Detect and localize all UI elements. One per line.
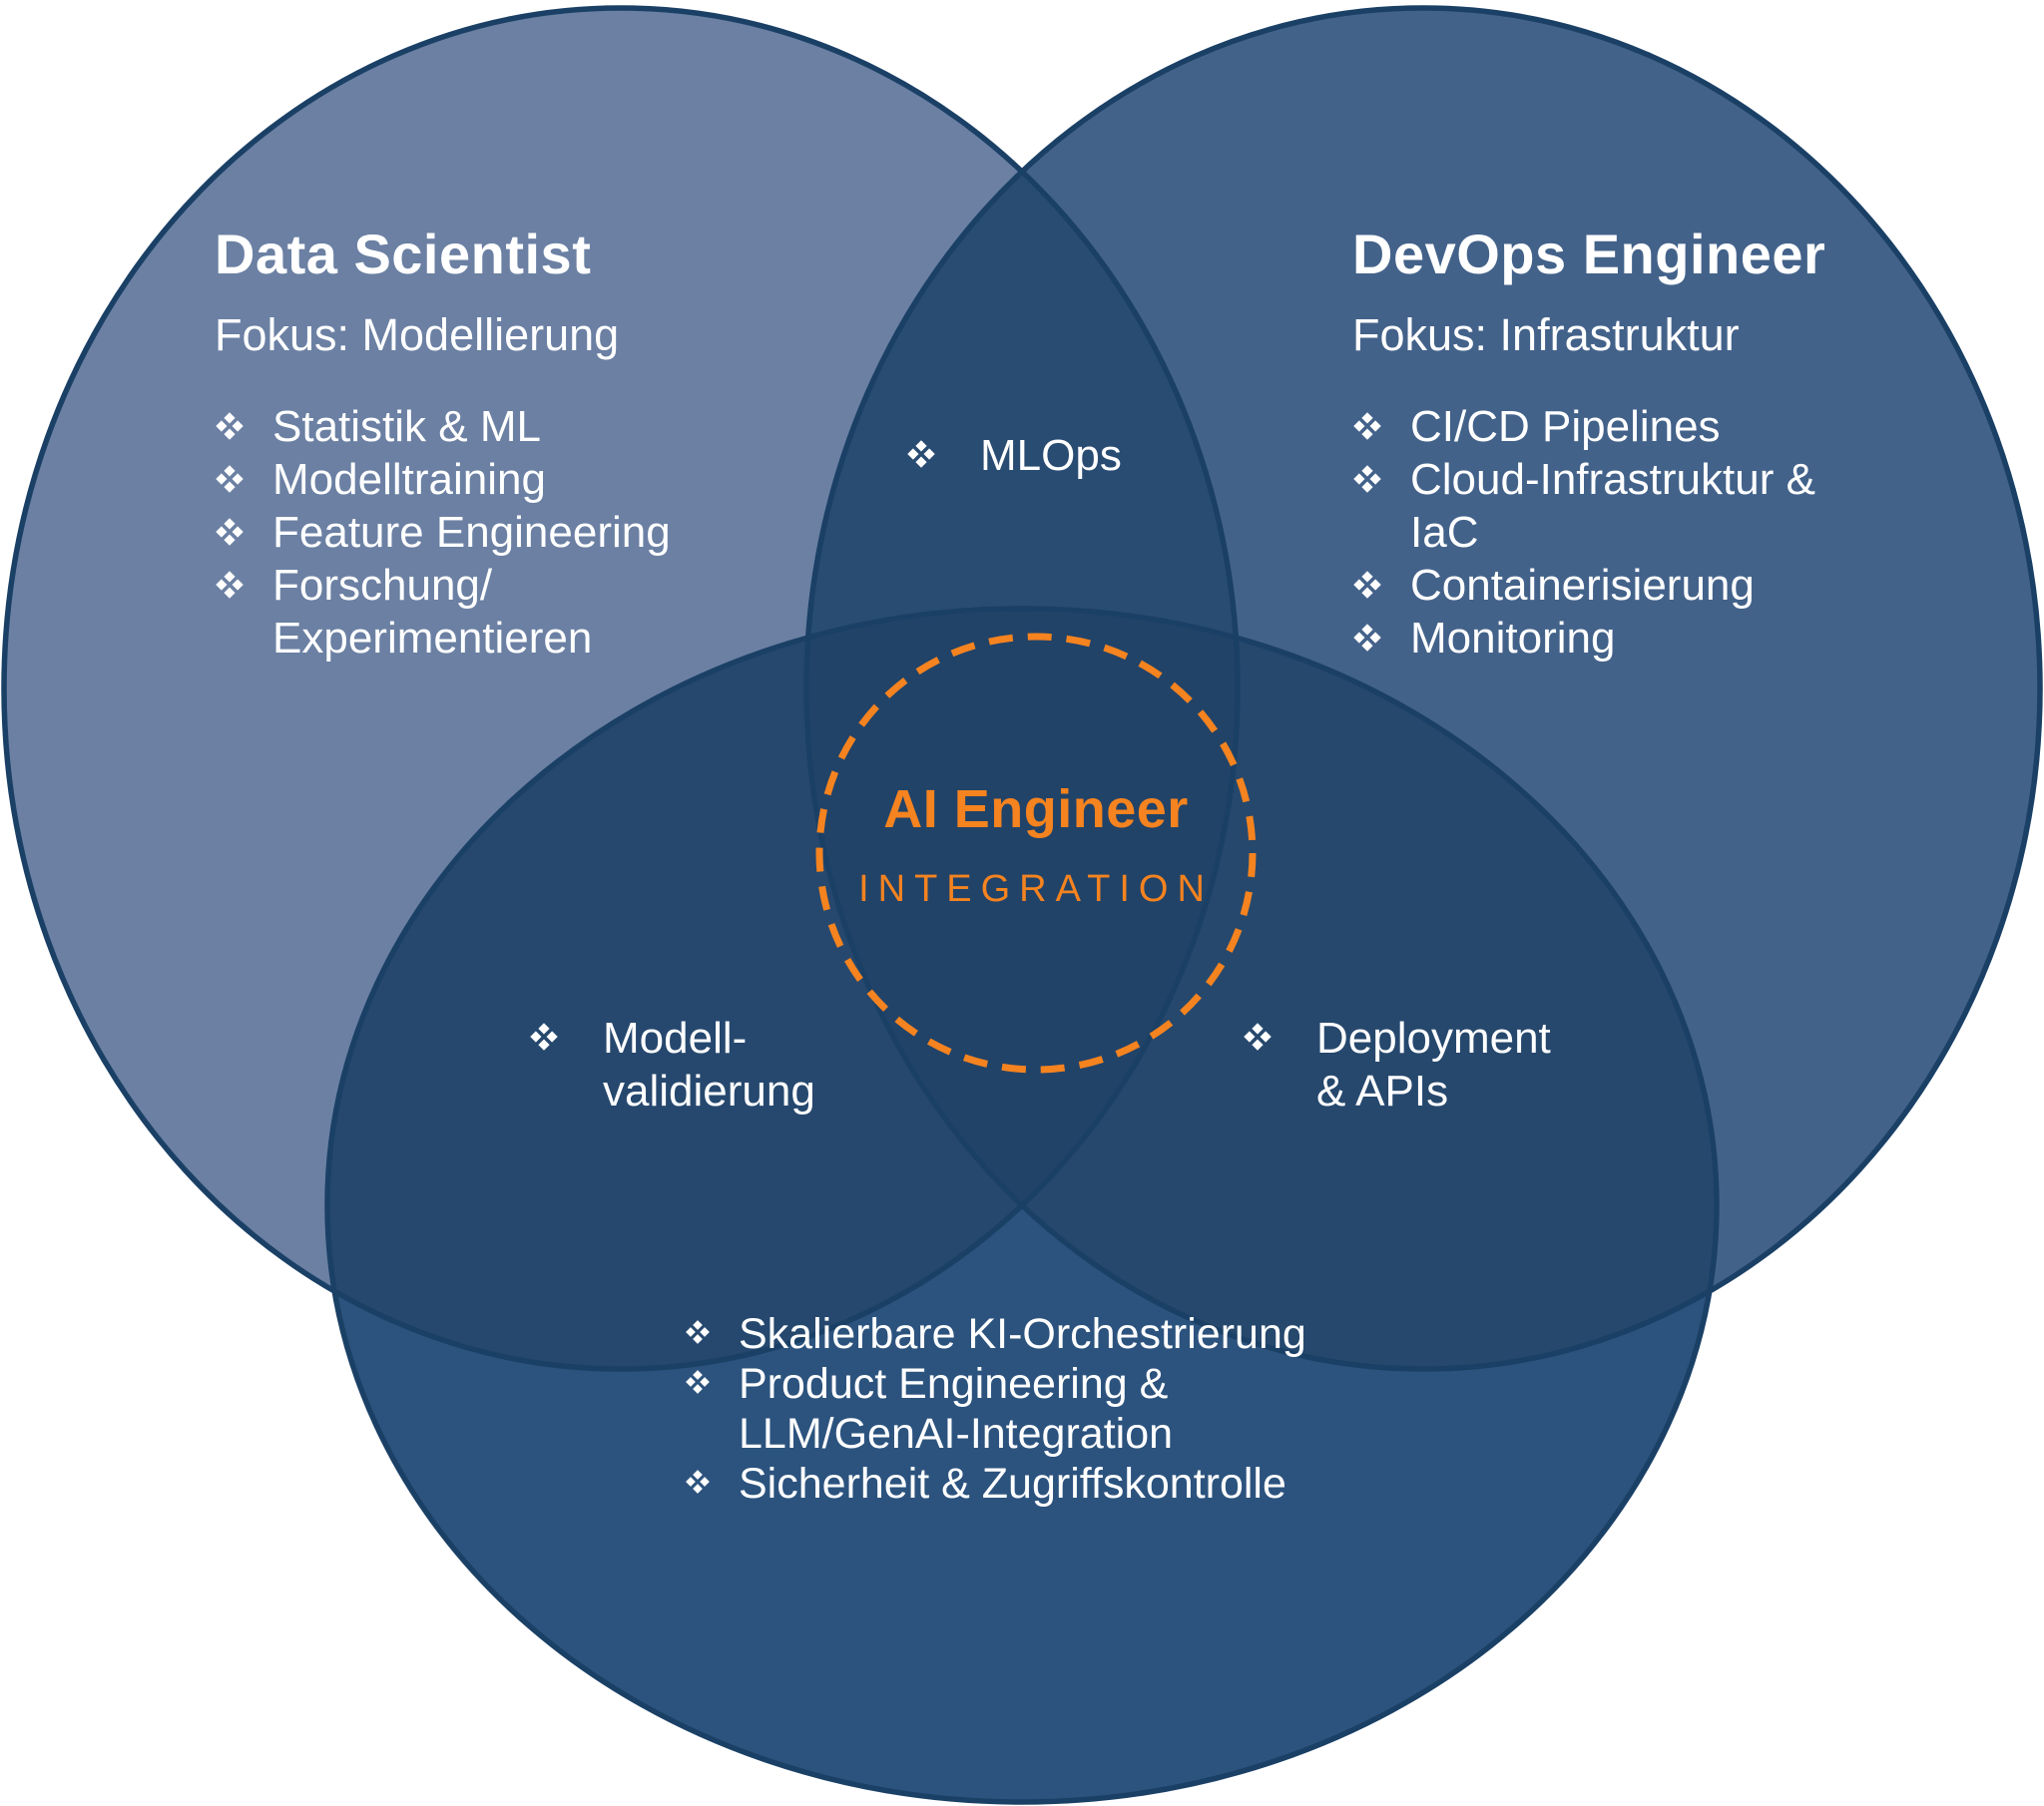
ai-engineer-title: AI Engineer bbox=[883, 779, 1189, 839]
list-item: CI/CD Pipelines bbox=[1352, 400, 1825, 453]
bullet-text: Containerisierung bbox=[1410, 561, 1755, 611]
four-diamond-bullet-icon bbox=[1352, 464, 1382, 494]
ai-engineer-dashed-circle bbox=[815, 633, 1257, 1074]
bullet-text-cont: LLM/GenAI-Integration bbox=[739, 1410, 1174, 1458]
intersection-text: MLOps bbox=[980, 431, 1122, 480]
devops-engineer-list: CI/CD Pipelines Cloud-Infrastruktur &IaC… bbox=[1352, 400, 1825, 665]
intersection-text-cont: validierung bbox=[603, 1067, 815, 1116]
data-scientist-list: Statistik & ML Modelltraining Feature En… bbox=[215, 400, 671, 665]
list-item: Feature Engineering bbox=[215, 506, 671, 559]
four-diamond-bullet-icon bbox=[1352, 623, 1382, 653]
list-item: Monitoring bbox=[1352, 612, 1825, 665]
bullet-text: Statistik & ML bbox=[272, 402, 541, 452]
overlap-center-region bbox=[806, 609, 1238, 1369]
list-item: Product Engineering &LLM/GenAI-Integrati… bbox=[685, 1359, 1306, 1459]
devops-engineer-subtitle: Fokus: Infrastruktur bbox=[1352, 308, 1740, 360]
devops-engineer-circle-outline bbox=[803, 5, 2043, 1372]
list-item: Containerisierung bbox=[1352, 559, 1825, 612]
devops-engineer-title: DevOps Engineer bbox=[1352, 223, 1826, 285]
bullet-text: Product Engineering & bbox=[739, 1360, 1169, 1408]
list-item: Modelltraining bbox=[215, 453, 671, 506]
intersection-text: Deployment bbox=[1316, 1014, 1551, 1063]
four-diamond-bullet-icon bbox=[1352, 411, 1382, 441]
bullet-text-cont: Experimentieren bbox=[272, 614, 593, 664]
four-diamond-bullet-icon bbox=[685, 1319, 711, 1345]
four-diamond-bullet-icon bbox=[215, 517, 245, 547]
four-diamond-bullet-icon bbox=[215, 411, 245, 441]
bullet-text-cont: IaC bbox=[1410, 508, 1479, 558]
data-scientist-panel: Data Scientist Fokus: Modellierung Stati… bbox=[215, 224, 671, 665]
four-diamond-bullet-icon bbox=[1243, 1022, 1273, 1052]
bullet-text: Forschung/ bbox=[272, 561, 493, 611]
data-scientist-circle-outline bbox=[1, 5, 1241, 1372]
list-item: Forschung/Experimentieren bbox=[215, 559, 671, 665]
bullet-text: Skalierbare KI-Orchestrierung bbox=[739, 1310, 1306, 1358]
four-diamond-bullet-icon bbox=[685, 1469, 711, 1495]
intersection-mlops-label: MLOps bbox=[906, 429, 1122, 482]
bullet-text: CI/CD Pipelines bbox=[1410, 402, 1721, 452]
four-diamond-bullet-icon bbox=[1352, 570, 1382, 600]
four-diamond-bullet-icon bbox=[215, 570, 245, 600]
intersection-text-cont: & APIs bbox=[1316, 1067, 1449, 1116]
four-diamond-bullet-icon bbox=[529, 1022, 559, 1052]
devops-engineer-panel: DevOps Engineer Fokus: Infrastruktur CI/… bbox=[1352, 224, 1825, 665]
four-diamond-bullet-icon bbox=[215, 464, 245, 494]
bullet-text: Monitoring bbox=[1410, 614, 1616, 664]
bullet-text: Cloud-Infrastruktur & bbox=[1410, 455, 1815, 505]
list-item: Sicherheit & Zugriffskontrolle bbox=[685, 1459, 1306, 1509]
bullet-text: Sicherheit & Zugriffskontrolle bbox=[739, 1460, 1286, 1508]
bottom-circle-panel: Skalierbare KI-Orchestrierung Product En… bbox=[685, 1309, 1306, 1509]
list-item: Statistik & ML bbox=[215, 400, 671, 453]
data-scientist-title: Data Scientist bbox=[215, 223, 592, 285]
data-scientist-subtitle: Fokus: Modellierung bbox=[215, 308, 620, 360]
intersection-text: Modell- bbox=[603, 1014, 748, 1063]
ai-engineer-center-label: AI Engineer INTEGRATION bbox=[786, 778, 1285, 911]
bottom-circle-outline bbox=[324, 606, 1720, 1805]
intersection-deployment-apis-label: Deployment& APIs bbox=[1243, 1012, 1551, 1118]
bullet-text: Feature Engineering bbox=[272, 508, 671, 558]
list-item: Cloud-Infrastruktur &IaC bbox=[1352, 453, 1825, 559]
integration-subtitle: INTEGRATION bbox=[858, 868, 1214, 910]
list-item: Skalierbare KI-Orchestrierung bbox=[685, 1309, 1306, 1359]
intersection-modellvalidierung-label: Modell-validierung bbox=[529, 1012, 815, 1118]
four-diamond-bullet-icon bbox=[685, 1369, 711, 1395]
four-diamond-bullet-icon bbox=[906, 439, 936, 469]
bullet-text: Modelltraining bbox=[272, 455, 546, 505]
bottom-circle-list: Skalierbare KI-Orchestrierung Product En… bbox=[685, 1309, 1306, 1509]
